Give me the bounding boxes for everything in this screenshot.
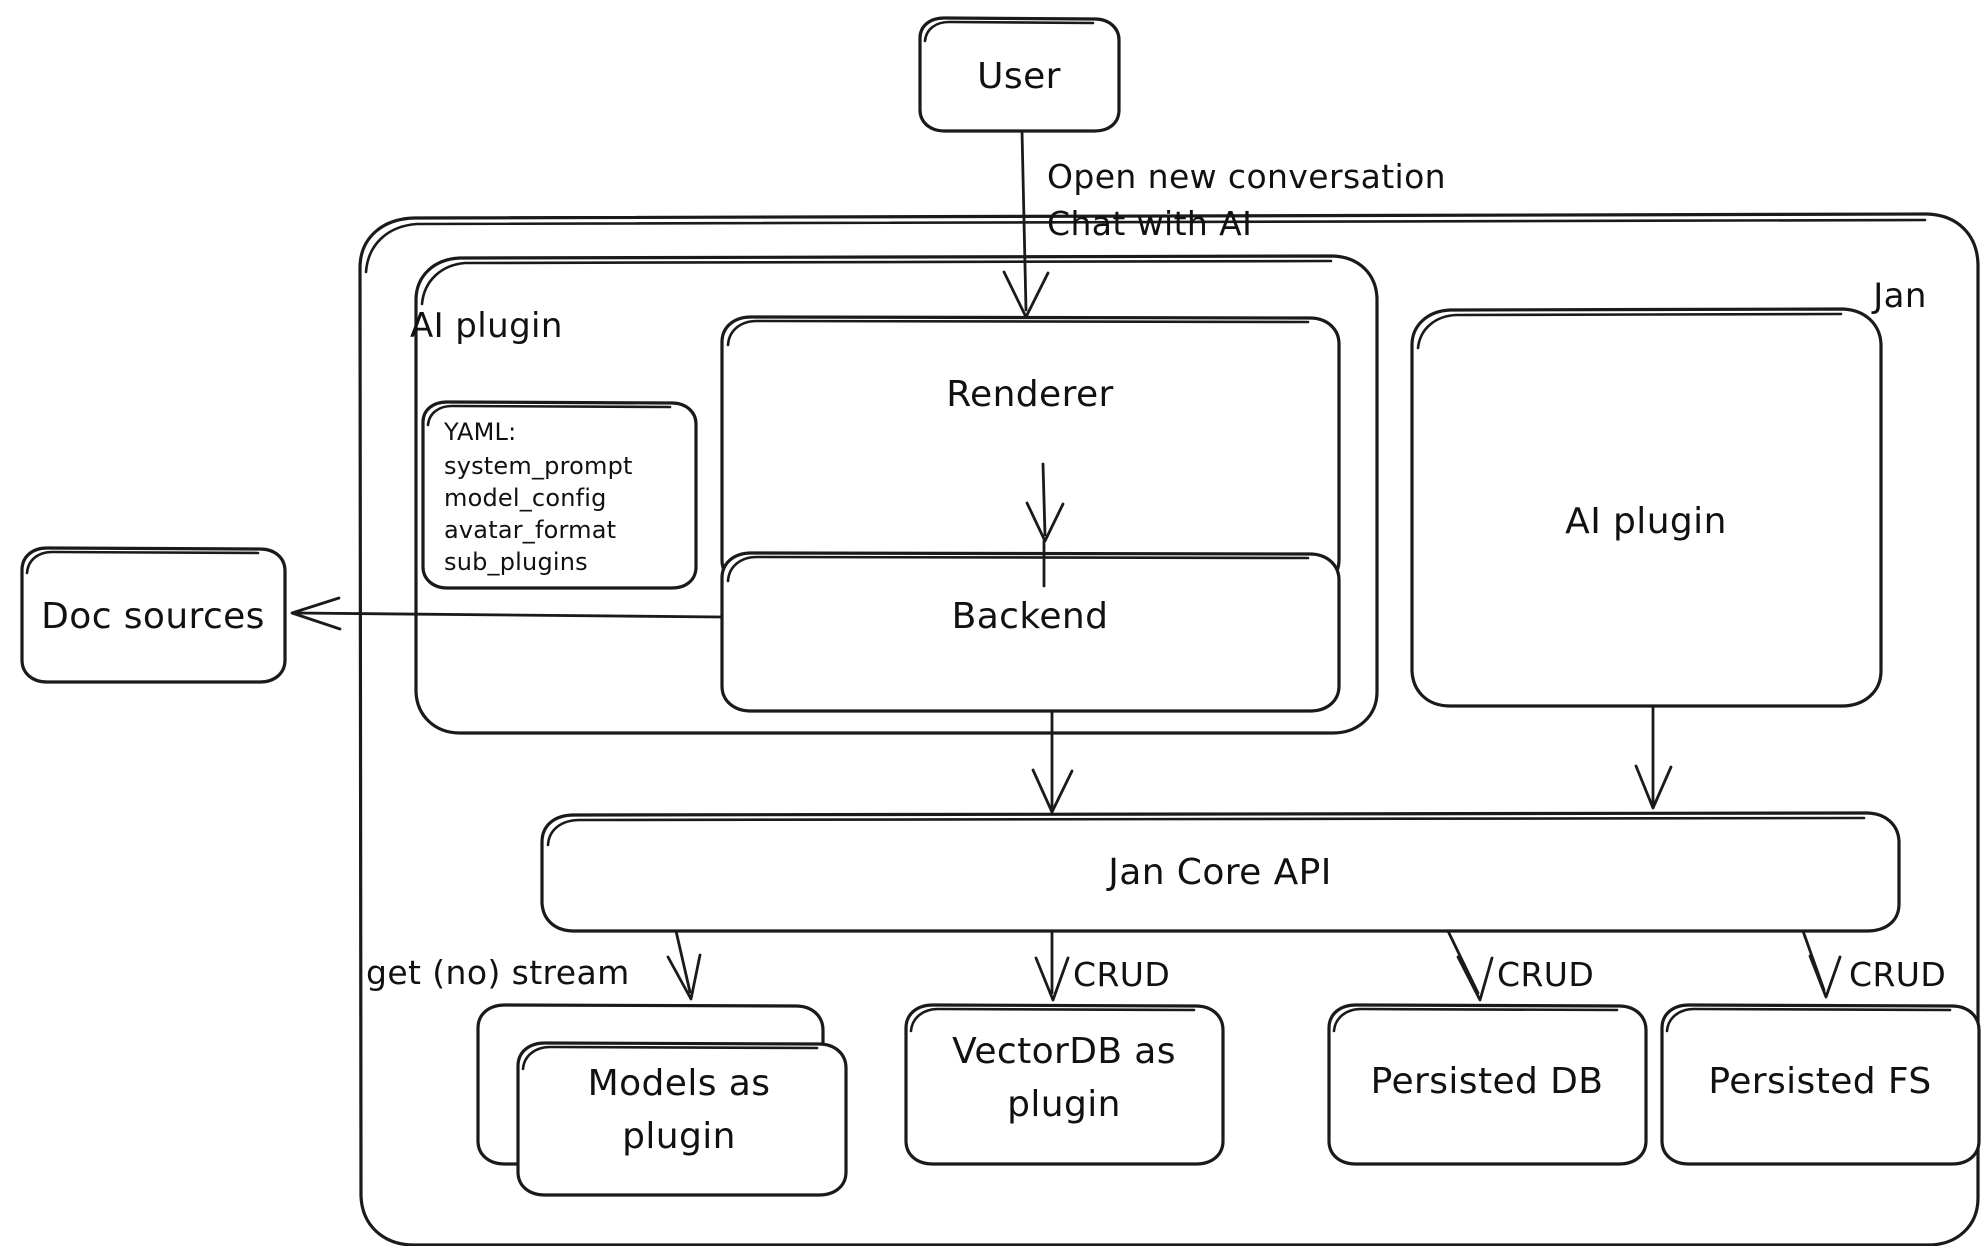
edge-user-to-renderer-label-line2: Chat with AI xyxy=(1047,204,1252,243)
yaml-card-item-3: sub_plugins xyxy=(444,548,588,576)
node-ai-plugin-box-label: AI plugin xyxy=(1565,501,1727,542)
node-ai-plugin-group-label: AI plugin xyxy=(410,306,563,346)
node-renderer[interactable] xyxy=(720,315,1341,588)
yaml-card-header: YAML: xyxy=(443,418,516,446)
node-doc-sources-label: Doc sources xyxy=(41,596,265,637)
edge-core-to-models xyxy=(666,929,702,1001)
node-ai-plugin-box[interactable] xyxy=(1410,307,1883,708)
edge-user-to-renderer-label-line1: Open new conversation xyxy=(1047,157,1446,196)
node-doc-sources[interactable] xyxy=(20,546,287,684)
edge-ai-plugin-to-core xyxy=(1634,704,1673,810)
yaml-card-item-2: avatar_format xyxy=(444,516,616,544)
yaml-card-item-1: model_config xyxy=(444,484,607,512)
node-persisted-fs[interactable] xyxy=(1660,1003,1981,1166)
node-jan-container-label: Jan xyxy=(1871,276,1927,316)
edge-core-to-persisted-fs-label: CRUD xyxy=(1849,955,1946,994)
node-vectordb-plugin-label-line1: VectorDB as xyxy=(952,1031,1176,1072)
edge-core-to-vectordb-label: CRUD xyxy=(1073,955,1170,994)
edge-backend-to-doc-sources xyxy=(290,596,724,631)
node-models-plugin-label-line2: plugin xyxy=(622,1116,736,1157)
node-user-label: User xyxy=(977,56,1061,97)
node-persisted-fs-label: Persisted FS xyxy=(1708,1061,1931,1102)
node-backend-label: Backend xyxy=(952,596,1109,637)
edge-core-to-persisted-fs xyxy=(1801,929,1842,999)
node-yaml-card[interactable] xyxy=(421,400,698,590)
node-backend[interactable] xyxy=(720,551,1341,713)
edge-user-to-renderer xyxy=(1002,129,1050,319)
node-vectordb-plugin-label-line2: plugin xyxy=(1007,1084,1121,1125)
edge-core-to-models-label: get (no) stream xyxy=(366,953,630,992)
node-models-plugin[interactable] xyxy=(476,1003,848,1197)
yaml-card-item-0: system_prompt xyxy=(444,452,633,480)
node-vectordb-plugin[interactable] xyxy=(904,1003,1225,1166)
edge-core-to-persisted-db xyxy=(1446,929,1494,1002)
node-models-plugin-label-line1: Models as xyxy=(588,1063,771,1104)
edge-backend-to-core xyxy=(1031,709,1074,814)
node-user[interactable] xyxy=(918,16,1121,133)
node-persisted-db[interactable] xyxy=(1327,1003,1648,1166)
node-jan-core-api-label: Jan Core API xyxy=(1106,852,1331,893)
node-jan-core-api[interactable] xyxy=(540,811,1901,933)
node-persisted-db-label: Persisted DB xyxy=(1371,1061,1604,1102)
edge-renderer-to-backend xyxy=(1025,462,1065,588)
node-renderer-label: Renderer xyxy=(946,374,1114,415)
edge-core-to-vectordb xyxy=(1034,929,1070,1002)
edge-core-to-persisted-db-label: CRUD xyxy=(1497,955,1594,994)
